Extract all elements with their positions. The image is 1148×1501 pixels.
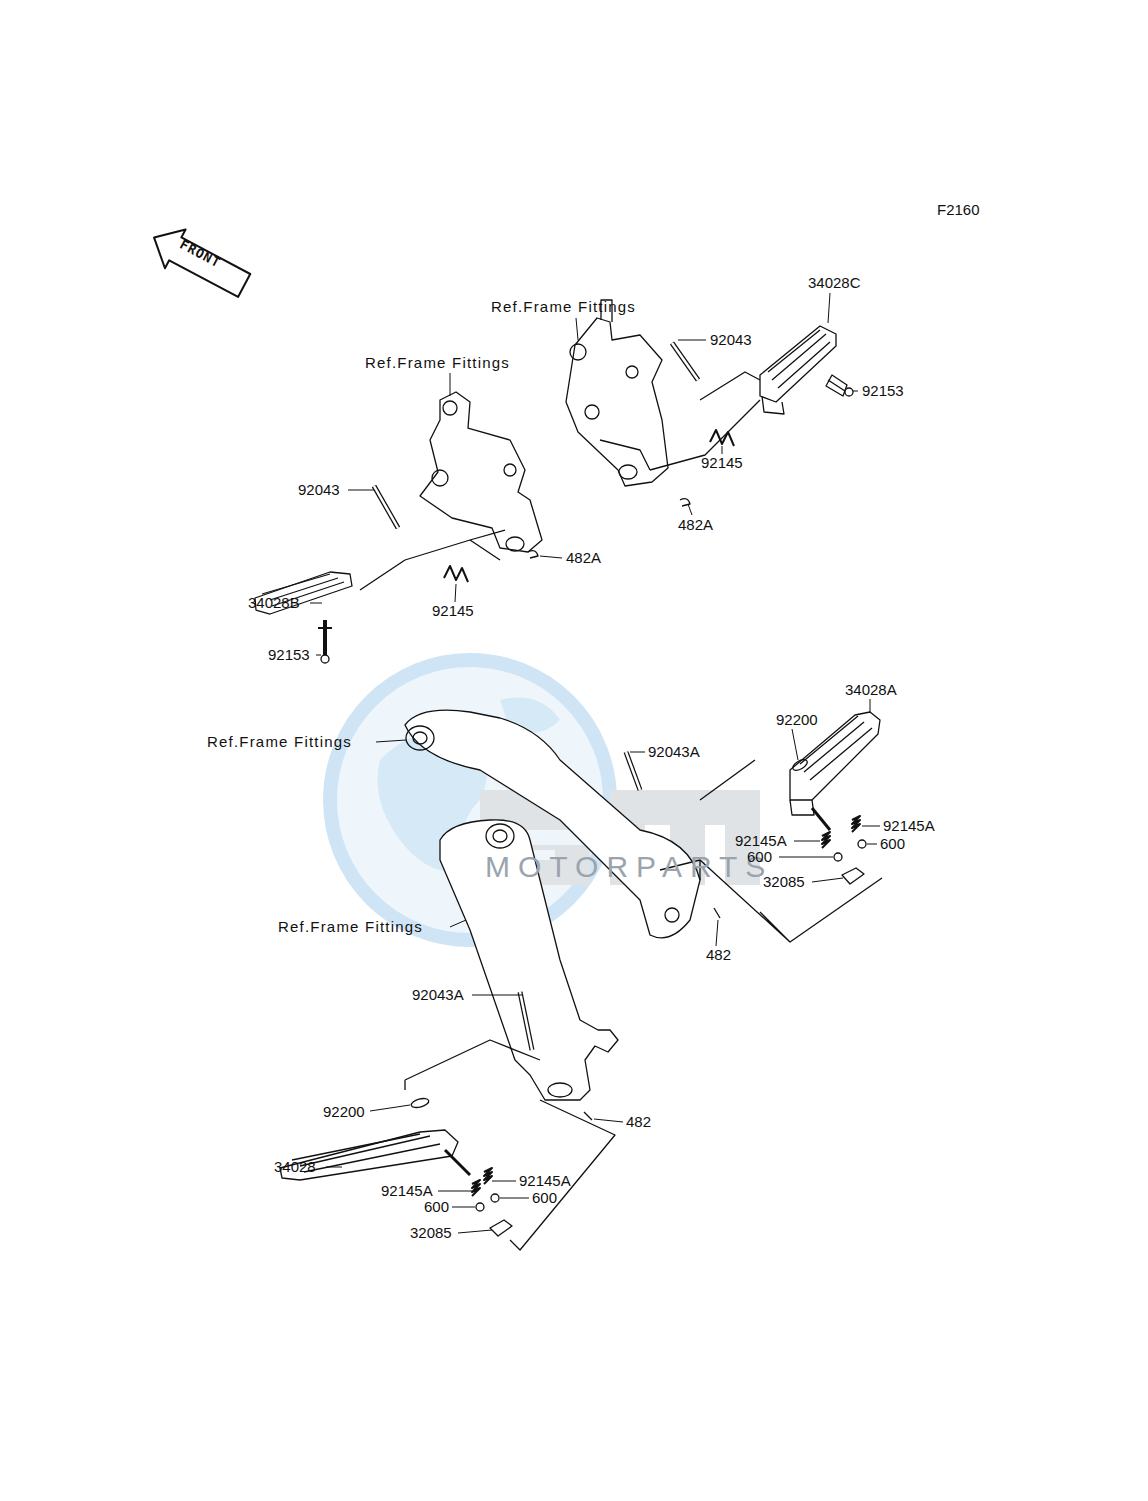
figure-code: F2160 <box>937 201 980 219</box>
frame-ref-label: Ref.Frame Fittings <box>365 354 510 372</box>
callout-number: 92145 <box>701 454 743 472</box>
watermark: MOTORPARTS <box>485 850 773 884</box>
callout-number: 482 <box>706 946 731 964</box>
callout-number: 32085 <box>410 1224 452 1242</box>
callout-number: 92145 <box>432 602 474 620</box>
callout-number: 92153 <box>862 382 904 400</box>
callout-number: 34028C <box>808 274 861 292</box>
callout-number: 92043A <box>412 986 464 1004</box>
callout-number: 92043A <box>648 743 700 761</box>
callout-number: 482A <box>678 516 713 534</box>
callout-number: 92043 <box>298 481 340 499</box>
callout-number: 600 <box>532 1189 557 1207</box>
callout-number: 482A <box>566 549 601 567</box>
callout-number: 92145A <box>381 1182 433 1200</box>
callout-number: 600 <box>424 1198 449 1216</box>
callout-number: 92145A <box>519 1172 571 1190</box>
callout-number: 482 <box>626 1113 651 1131</box>
callout-number: 34028B <box>248 594 300 612</box>
callout-number: 34028A <box>845 681 897 699</box>
frame-ref-label: Ref.Frame Fittings <box>278 918 423 936</box>
callout-number: 600 <box>880 835 905 853</box>
callout-number: 92200 <box>776 711 818 729</box>
callout-number: 92145A <box>883 817 935 835</box>
callout-number: 34028 <box>274 1158 316 1176</box>
callout-number: 92145A <box>735 832 787 850</box>
callout-number: 92153 <box>268 646 310 664</box>
callout-number: 92043 <box>710 331 752 349</box>
callout-number: 600 <box>747 848 772 866</box>
callout-number: 32085 <box>763 873 805 891</box>
frame-ref-label: Ref.Frame Fittings <box>491 298 636 316</box>
callout-number: 92200 <box>323 1103 365 1121</box>
frame-ref-label: Ref.Frame Fittings <box>207 733 352 751</box>
